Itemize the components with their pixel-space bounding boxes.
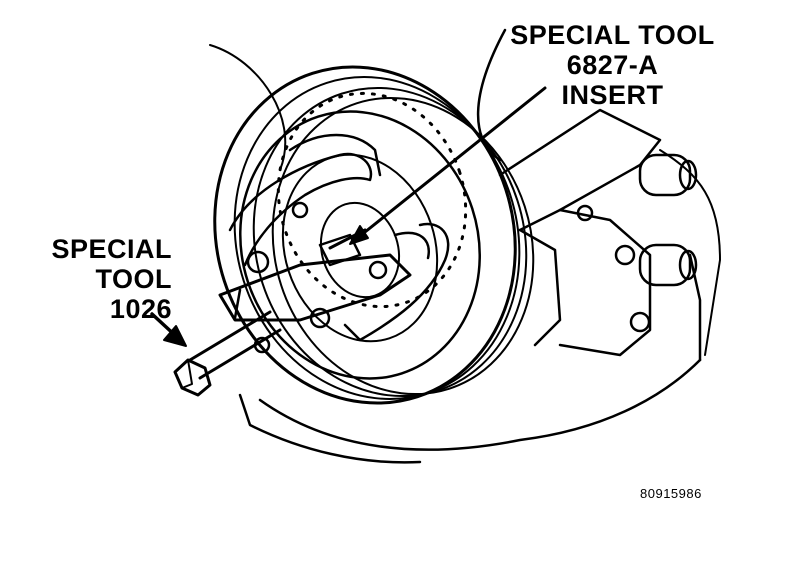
callout-1026-line3: 1026 bbox=[109, 294, 172, 324]
callout-6827-line1: SPECIAL TOOL bbox=[510, 20, 715, 50]
arrowhead-6827-a bbox=[349, 225, 369, 245]
leader-6827-a bbox=[363, 86, 547, 234]
leader-arrows bbox=[150, 86, 547, 347]
puller-jaws bbox=[228, 133, 450, 342]
callout-1026-line2: TOOL bbox=[95, 264, 172, 294]
callout-1026-line1: SPECIAL bbox=[51, 234, 172, 264]
callout-special-tool-1026: SPECIAL TOOL 1026 bbox=[40, 234, 172, 324]
callout-6827-line2: 6827-A bbox=[566, 50, 659, 80]
engine-bracket bbox=[498, 108, 698, 357]
callout-special-tool-6827-a: SPECIAL TOOL 6827-A INSERT bbox=[500, 20, 725, 110]
engine-block bbox=[209, 28, 721, 464]
puller-body bbox=[173, 201, 412, 397]
callout-6827-line3: INSERT bbox=[561, 80, 664, 110]
arrowhead-1026 bbox=[163, 325, 187, 347]
figure-id: 80915986 bbox=[640, 486, 702, 501]
